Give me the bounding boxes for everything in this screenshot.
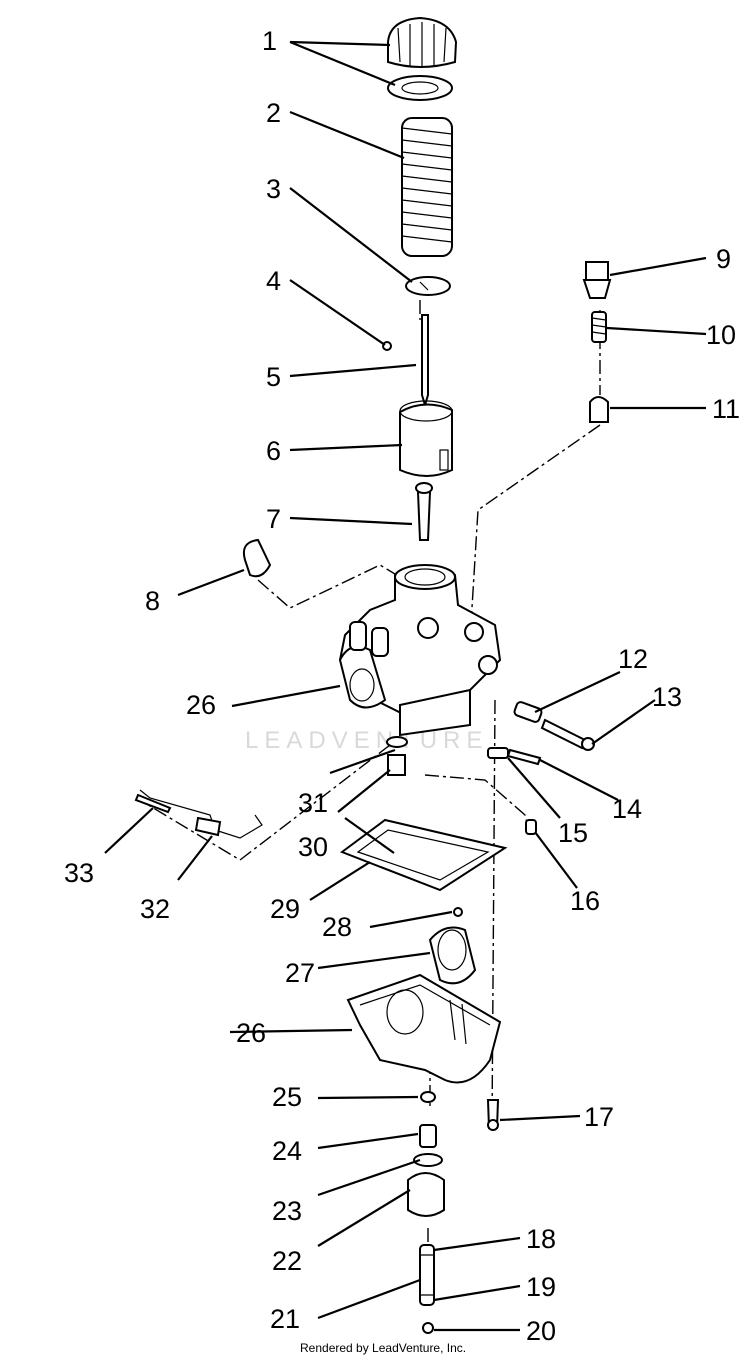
part-28-pin xyxy=(453,907,463,917)
callout-30: 30 xyxy=(298,832,328,862)
callout-29: 29 xyxy=(270,894,300,924)
callout-14: 14 xyxy=(612,794,642,824)
part-5-needle xyxy=(421,314,429,409)
part-26-carb-body xyxy=(338,564,502,737)
callout-7: 7 xyxy=(266,504,281,534)
callout-11: 11 xyxy=(712,394,740,424)
part-17-screw xyxy=(486,1099,500,1131)
callout-3: 3 xyxy=(266,174,281,204)
part-29-gasket xyxy=(339,818,508,892)
callout-4: 4 xyxy=(266,266,281,296)
guide-lines xyxy=(139,300,601,1250)
callout-12: 12 xyxy=(618,644,648,674)
part-32-33-bracket xyxy=(134,789,263,839)
callout-21: 21 xyxy=(270,1304,300,1334)
callout-labels: 1 2 3 4 5 6 7 8 9 10 11 12 13 14 15 16 1… xyxy=(64,26,740,1346)
callout-24: 24 xyxy=(272,1136,302,1166)
part-11-fitting xyxy=(589,396,609,423)
callout-32: 32 xyxy=(140,894,170,924)
part-10-spring xyxy=(591,311,607,343)
callout-8: 8 xyxy=(145,586,160,616)
callout-18: 18 xyxy=(526,1224,556,1254)
callout-25: 25 xyxy=(272,1082,302,1112)
part-27-float xyxy=(428,926,477,985)
callout-10: 10 xyxy=(706,320,736,350)
part-1-cap xyxy=(387,16,458,101)
callout-2: 2 xyxy=(266,98,281,128)
part-8-cap xyxy=(242,538,272,578)
part-20-washer xyxy=(422,1322,434,1334)
part-13-screw xyxy=(540,718,595,751)
callout-1: 1 xyxy=(262,26,277,56)
part-14-screw xyxy=(487,747,542,766)
callout-17: 17 xyxy=(584,1102,614,1132)
callout-16: 16 xyxy=(570,886,600,916)
part-9-fitting xyxy=(582,261,612,299)
callout-5: 5 xyxy=(266,362,281,392)
callout-23: 23 xyxy=(272,1196,302,1226)
callout-6: 6 xyxy=(266,436,281,466)
callout-31: 31 xyxy=(298,788,328,818)
part-18-tube xyxy=(419,1244,435,1306)
part-22-plug xyxy=(407,1172,445,1217)
callout-15: 15 xyxy=(558,818,588,848)
part-16-plug xyxy=(525,819,537,835)
callout-22: 22 xyxy=(272,1246,302,1276)
callout-33: 33 xyxy=(64,858,94,888)
callout-13: 13 xyxy=(652,682,682,712)
callout-26-upper: 26 xyxy=(186,690,216,720)
part-25-oring xyxy=(420,1091,436,1103)
callout-20: 20 xyxy=(526,1316,556,1346)
watermark: LEADVENTURE xyxy=(245,727,488,754)
part-23-washer xyxy=(413,1153,443,1167)
callout-28: 28 xyxy=(322,912,352,942)
part-2-spring xyxy=(401,117,453,257)
callout-19: 19 xyxy=(526,1272,556,1302)
part-6-slide xyxy=(399,400,453,477)
part-3-clip xyxy=(405,276,451,296)
part-12-spring xyxy=(513,701,543,723)
part-7-needle-jet xyxy=(415,482,433,541)
credit-text: Rendered by LeadVenture, Inc. xyxy=(300,1341,466,1355)
part-24-jet xyxy=(419,1124,437,1148)
part-31-washer xyxy=(386,736,408,748)
callout-26-lower: 26 xyxy=(236,1018,266,1048)
part-26-float-bowl xyxy=(346,973,502,1084)
callout-9: 9 xyxy=(716,244,731,274)
callout-27: 27 xyxy=(285,958,315,988)
leader-lines xyxy=(104,40,707,1332)
